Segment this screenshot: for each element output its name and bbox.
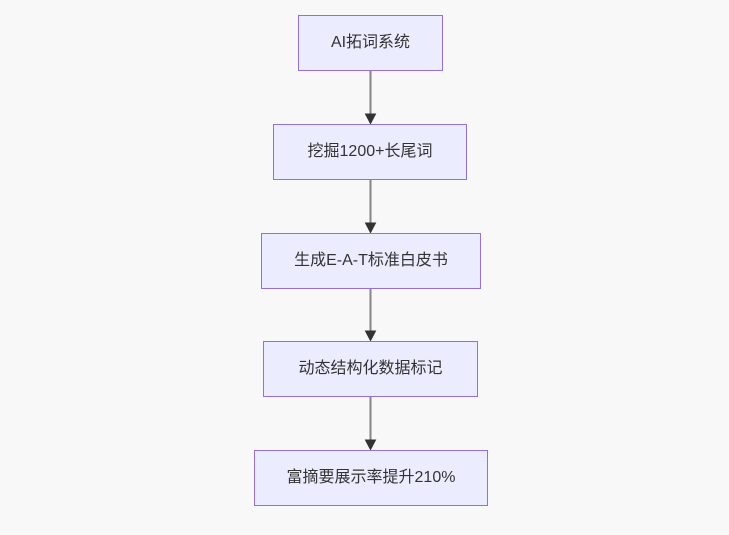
flow-node-label: AI拓词系统 [330, 34, 411, 52]
edge-arrow [364, 289, 377, 342]
edge-arrow [364, 180, 377, 234]
flow-node-step4: 动态结构化数据标记 [263, 341, 478, 397]
flow-node-step3: 生成E-A-T标准白皮书 [261, 233, 481, 289]
flow-node-label: 挖掘1200+长尾词 [307, 143, 433, 161]
flow-node-step2: 挖掘1200+长尾词 [273, 124, 467, 180]
edge-arrow [364, 397, 377, 451]
flow-node-label: 富摘要展示率提升210% [286, 469, 456, 487]
flow-node-step5: 富摘要展示率提升210% [254, 450, 488, 506]
edge-arrow [364, 71, 377, 125]
flow-node-label: 动态结构化数据标记 [298, 360, 443, 378]
flow-node-label: 生成E-A-T标准白皮书 [294, 252, 448, 270]
flow-node-step1: AI拓词系统 [298, 15, 443, 71]
